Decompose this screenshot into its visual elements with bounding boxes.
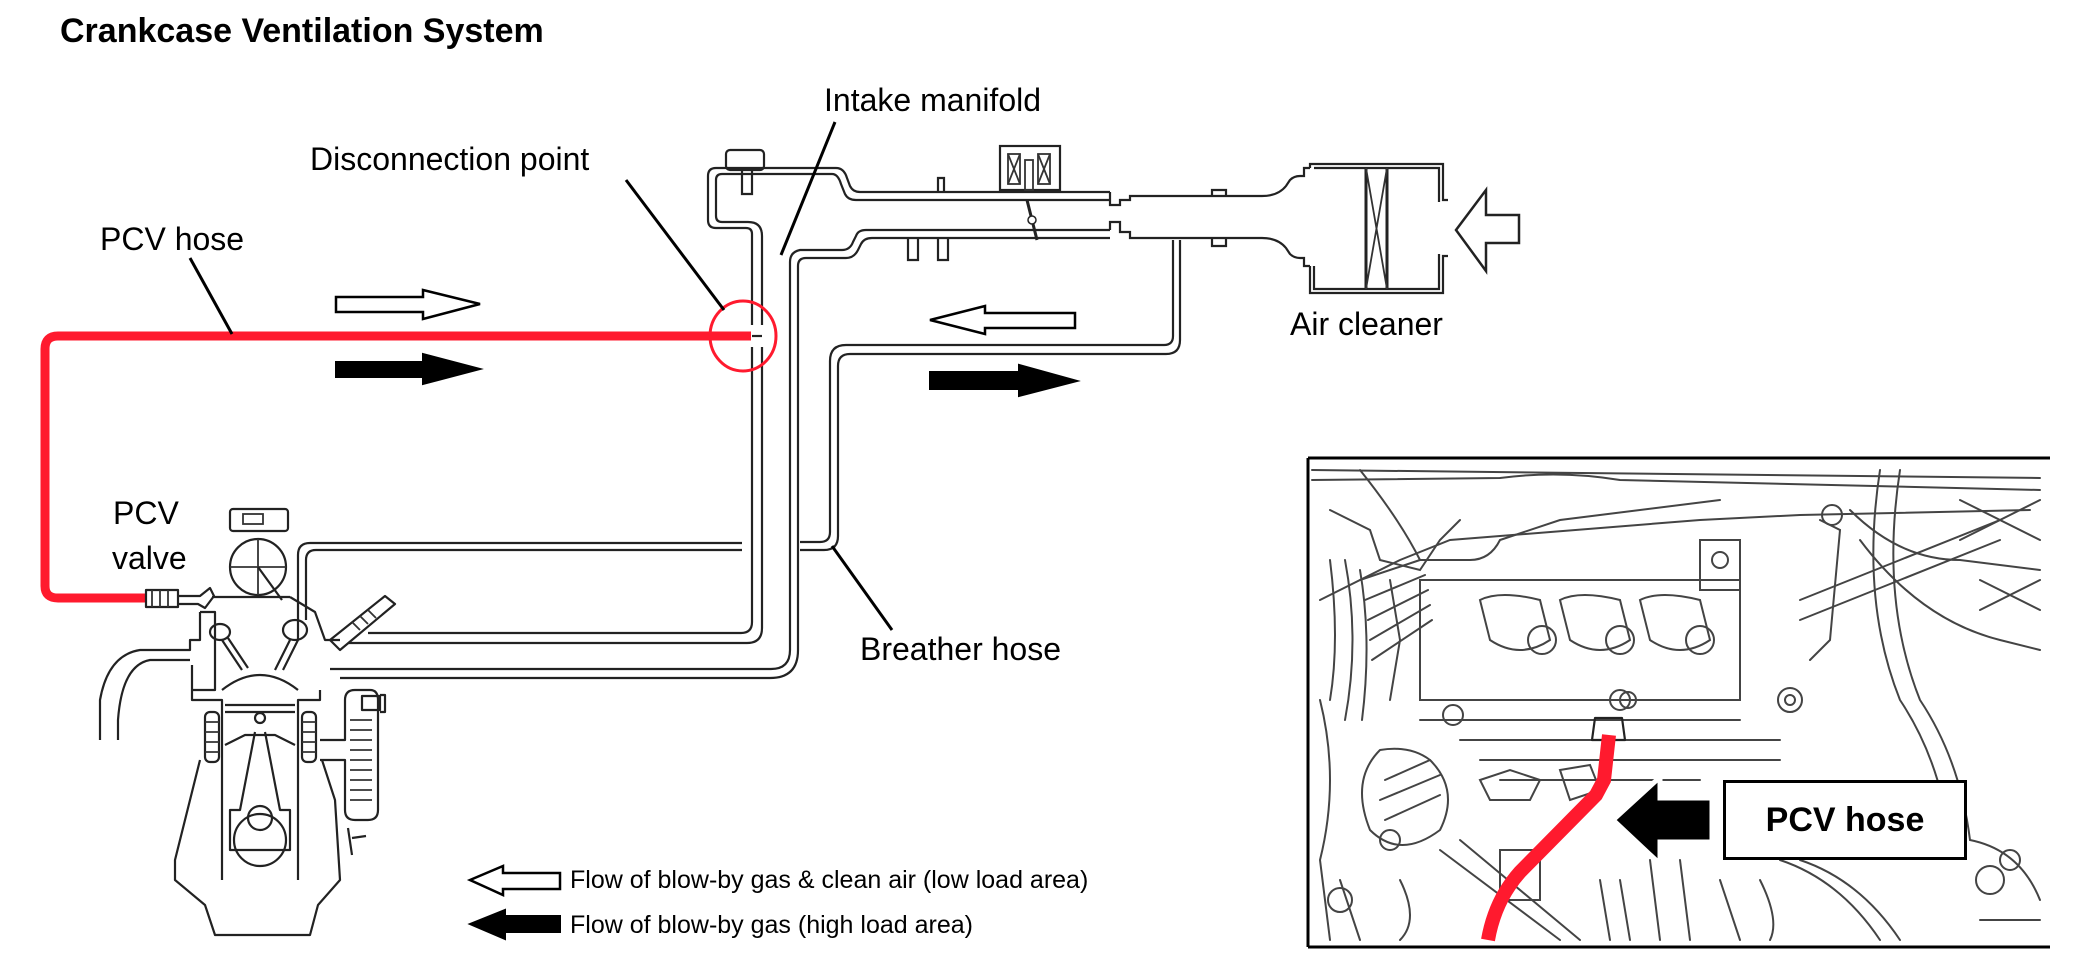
- inset-pcv-hose-label: PCV hose: [1723, 780, 1967, 860]
- breather-hose-leader-line: [830, 545, 894, 631]
- engine-bay-inset: [1306, 456, 2050, 949]
- flow-arrow-high-load-right-icon: [335, 352, 484, 386]
- disconnection-point-marker: [708, 299, 778, 373]
- flow-arrow-high-load-right-icon: [929, 363, 1081, 398]
- flow-arrow-low-load-right-icon: [334, 288, 481, 321]
- air-cleaner-label: Air cleaner: [1290, 306, 1443, 342]
- breather-hose: [800, 240, 1182, 552]
- solid-arrow-left-icon: [467, 908, 561, 941]
- pcv-valve-label-line1: PCV: [113, 495, 179, 531]
- air-cleaner: [1308, 162, 1448, 295]
- pcv-hose-leader-line: [188, 257, 234, 335]
- intake-manifold-label: Intake manifold: [824, 82, 1042, 118]
- legend-item-high-load: Flow of blow-by gas (high load area): [570, 911, 973, 939]
- engine-block: [98, 507, 397, 937]
- disconnection-point-leader-line: [624, 179, 726, 311]
- legend-item-low-load: Flow of blow-by gas & clean air (low loa…: [570, 866, 1089, 894]
- flow-arrow-low-load-left-icon: [929, 304, 1077, 336]
- breather-hose-label: Breather hose: [860, 631, 1062, 667]
- manifold-return-pipe: [330, 649, 800, 680]
- hollow-arrow-left-icon: [466, 864, 562, 897]
- pcv-hose-highlight: [40, 331, 751, 603]
- pcv-line-pipe: [296, 260, 764, 645]
- inset-pcv-hose-label-text: PCV hose: [1765, 800, 1925, 839]
- intake-manifold: [706, 144, 1310, 650]
- pcv-valve-label-line2: valve: [112, 540, 187, 576]
- diagram-title: Crankcase Ventilation System: [60, 12, 544, 50]
- inlet-air-arrow-icon: [1454, 186, 1521, 275]
- pcv-hose-pointer-arrow-icon: [1609, 771, 1715, 870]
- disconnection-point-label: Disconnection point: [310, 141, 590, 177]
- pcv-hose-label: PCV hose: [100, 221, 245, 257]
- intake-manifold-leader-line: [779, 121, 837, 256]
- inset-pcv-hose-highlight: [1481, 734, 1616, 942]
